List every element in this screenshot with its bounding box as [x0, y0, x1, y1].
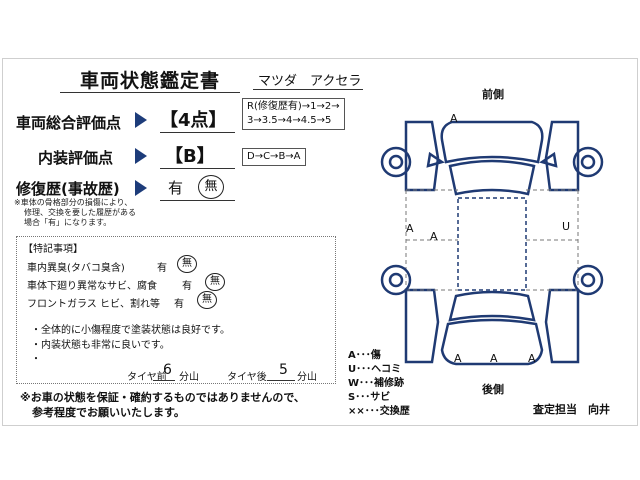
- mark-right-u: U: [562, 220, 570, 233]
- tires: [380, 146, 604, 296]
- remark-item-windshield: フロントガラス ヒビ、割れ等: [27, 299, 160, 310]
- repair-note-line3: 場合「有」になります。: [24, 218, 112, 227]
- remark-bullet-empty: ・: [31, 354, 41, 365]
- overall-score-underline: [160, 132, 235, 133]
- car-diagram: A A A U A A A: [380, 112, 604, 366]
- remark-item-rust-no-circled: 無: [205, 273, 225, 291]
- interior-score-scale: D→C→B→A: [242, 148, 306, 166]
- mark-front-a: A: [450, 112, 458, 125]
- mark-left-a1: A: [406, 222, 414, 235]
- repair-history-label: 修復歴(事故歴): [16, 180, 120, 198]
- legend-dent: U･･･ヘコミ: [348, 364, 402, 375]
- inspector: 査定担当 向井: [533, 403, 610, 416]
- legend-replaced: ××･･･交換歴: [348, 406, 410, 417]
- remark-item-windshield-no-circled: 無: [197, 291, 217, 309]
- tire-rear-value: 5: [279, 362, 288, 378]
- overall-score-label: 車両総合評価点: [16, 114, 122, 132]
- remark-item-windshield-yes: 有: [174, 299, 184, 310]
- legend-scratch: A･･･傷: [348, 350, 381, 361]
- legend-repair: W･･･補修跡: [348, 378, 405, 389]
- remarks-box: 【特記事項】 車内異臭(タバコ臭含) 有 無 車体下廻り異常なサビ、腐食 有 無…: [16, 236, 336, 384]
- remark-bullet-paint: ・全体的に小傷程度で塗装状態は良好です。: [31, 325, 230, 336]
- remark-item-odor-no-circled: 無: [177, 255, 197, 273]
- tire-front-left-icon: [380, 146, 412, 178]
- overall-score-scale: R(修復歴有)→1→2→ 3→3.5→4→4.5→5: [242, 98, 345, 130]
- tire-front-unit: 分山: [179, 372, 199, 383]
- repair-note-line2: 修理、交換を要した履歴がある: [24, 208, 136, 217]
- repair-underline: [160, 200, 235, 201]
- tire-rear-underline: [267, 380, 295, 381]
- remark-item-odor-yes: 有: [157, 263, 167, 274]
- tire-front-right-icon: [572, 146, 604, 178]
- overall-score-value: 【4点】: [160, 110, 227, 131]
- tire-front-value: 6: [163, 362, 172, 378]
- title-underline: [60, 92, 240, 93]
- tire-rear-left-icon: [380, 264, 412, 296]
- repair-note-line1: ※車体の骨格部分の損傷により、: [14, 198, 133, 207]
- repair-yes: 有: [168, 179, 184, 197]
- remark-bullet-interior: ・内装状態も非常に良いです。: [31, 340, 170, 351]
- mark-rear-a1: A: [454, 352, 462, 365]
- tire-rear-label: タイヤ後: [227, 372, 267, 383]
- arrow-right-icon: [135, 112, 147, 128]
- page-title: 車両状態鑑定書: [80, 70, 221, 92]
- front-label: 前側: [482, 88, 504, 101]
- door-lines: [405, 189, 579, 291]
- repair-no-circled: 無: [198, 175, 224, 199]
- tire-rear-right-icon: [572, 264, 604, 296]
- mark-rear-a2: A: [490, 352, 498, 365]
- remark-item-odor: 車内異臭(タバコ臭含): [27, 263, 125, 274]
- mark-left-a2: A: [430, 230, 438, 243]
- rear-label: 後側: [482, 383, 504, 396]
- overall-scale-line1: R(修復歴有)→1→2→: [247, 101, 340, 112]
- remarks-heading: 【特記事項】: [23, 244, 83, 255]
- document-frame: [2, 58, 638, 426]
- tire-front-label: タイヤ前: [127, 372, 167, 383]
- car-outline: [404, 120, 580, 366]
- disclaimer-line2: 参考程度でお願いいたします。: [32, 406, 185, 419]
- model-underline: [253, 89, 363, 90]
- arrow-right-icon: [135, 180, 147, 196]
- tire-rear-unit: 分山: [297, 372, 317, 383]
- mark-rear-a3: A: [528, 352, 536, 365]
- car-model: マツダ アクセラ: [258, 74, 362, 89]
- arrow-right-icon: [135, 148, 147, 164]
- disclaimer-line1: ※お車の状態を保証・確約するものではありませんので、: [20, 391, 305, 404]
- repair-note: ※車体の骨格部分の損傷により、 修理、交換を要した履歴がある 場合「有」になりま…: [14, 198, 136, 228]
- interior-score-value: 【B】: [165, 146, 215, 167]
- interior-score-label: 内装評価点: [38, 149, 114, 167]
- remark-item-rust: 車体下廻り異常なサビ、腐食: [27, 281, 157, 292]
- interior-score-underline: [160, 168, 235, 169]
- tire-front-underline: [153, 380, 175, 381]
- legend-rust: S･･･サビ: [348, 392, 391, 403]
- overall-scale-line2: 3→3.5→4→4.5→5: [247, 115, 332, 126]
- damage-marks: A A A U A A A: [406, 112, 570, 365]
- remark-item-rust-yes: 有: [182, 281, 192, 292]
